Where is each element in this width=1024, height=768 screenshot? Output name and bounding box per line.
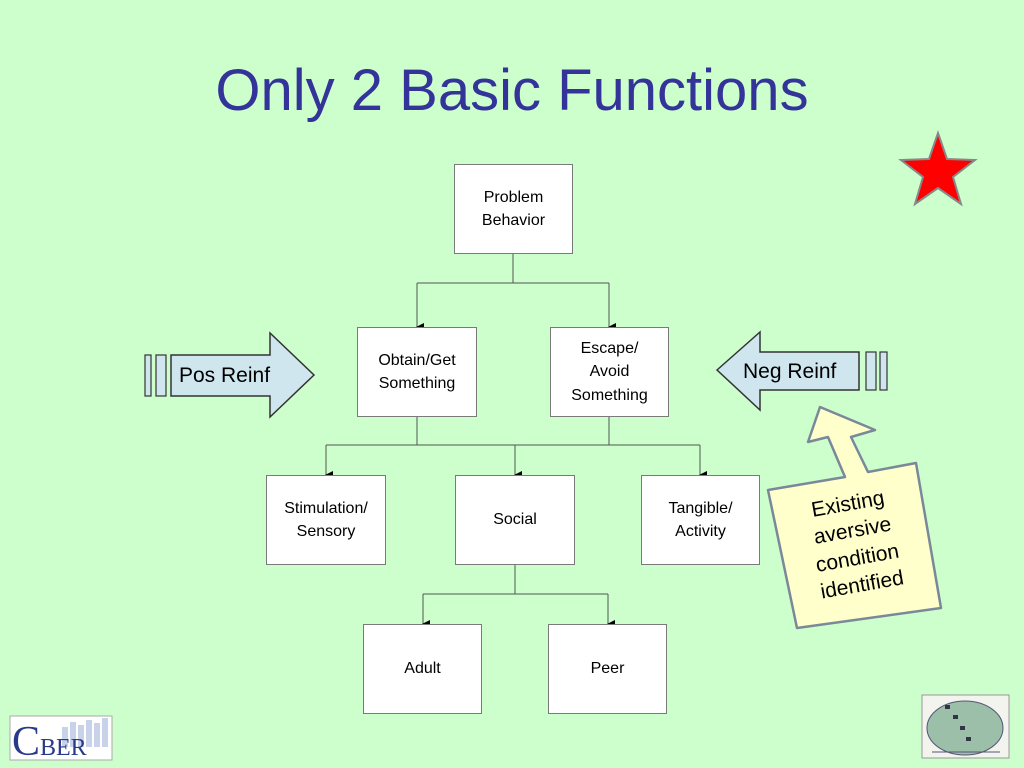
cber-initial: C (12, 719, 41, 765)
node-social: Social (455, 475, 575, 565)
callout-shape (766, 405, 943, 630)
node-tangible-activity: Tangible/ Activity (641, 475, 760, 565)
star-icon (898, 129, 978, 207)
node-obtain-something: Obtain/Get Something (357, 327, 477, 417)
node-peer: Peer (548, 624, 667, 714)
pos-reinf-arrow (144, 331, 316, 419)
slide-title: Only 2 Basic Functions (215, 58, 809, 123)
pbis-logo (921, 694, 1010, 759)
node-adult: Adult (363, 624, 482, 714)
cber-rest: BER (40, 735, 87, 761)
cber-logo-text: CBER (12, 718, 87, 766)
pos-reinf-label: Pos Reinf (179, 364, 271, 387)
neg-reinf-label: Neg Reinf (743, 360, 837, 383)
neg-reinf-arrow (715, 330, 888, 412)
node-escape-avoid: Escape/ Avoid Something (550, 327, 669, 417)
cber-logo (9, 715, 113, 761)
node-problem-behavior: Problem Behavior (454, 164, 573, 254)
node-stimulation-sensory: Stimulation/ Sensory (266, 475, 386, 565)
